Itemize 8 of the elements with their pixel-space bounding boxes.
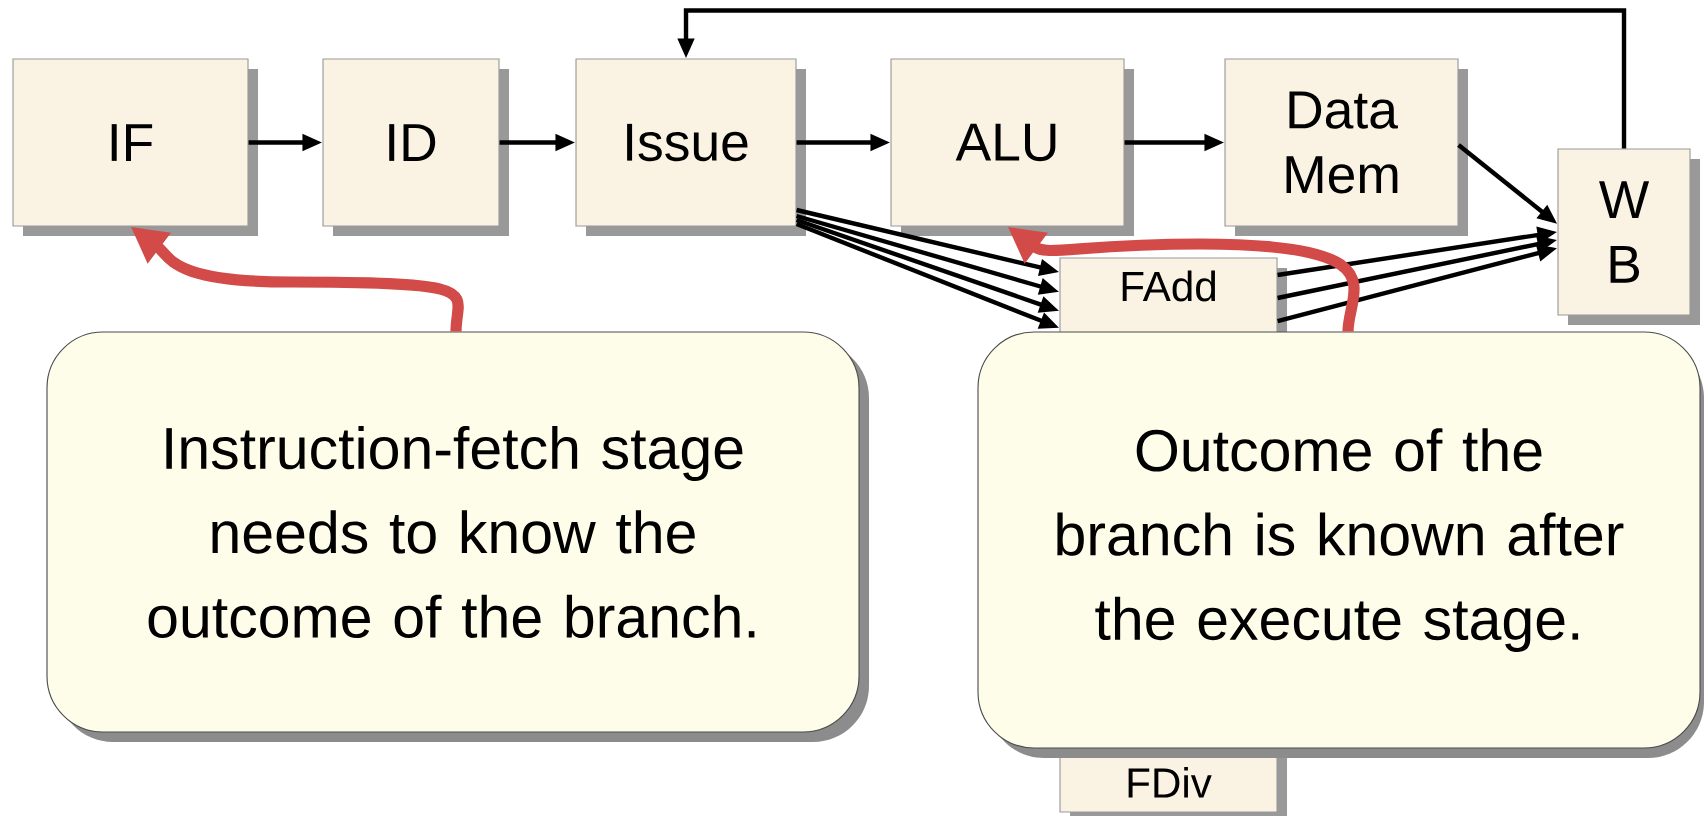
stage-box: ALU <box>890 58 1134 236</box>
stage-box: W B <box>1557 148 1700 325</box>
callout-box: Outcome of the branch is known after the execute stage. <box>977 331 1704 758</box>
stage-box: Data Mem <box>1224 58 1468 236</box>
stage-box: ID <box>322 58 509 236</box>
stage-box: IF <box>12 58 258 236</box>
callout-box: Instruction-fetch stage needs to know the outcome of the branch. <box>46 331 869 742</box>
stage-box: Issue <box>575 58 806 236</box>
